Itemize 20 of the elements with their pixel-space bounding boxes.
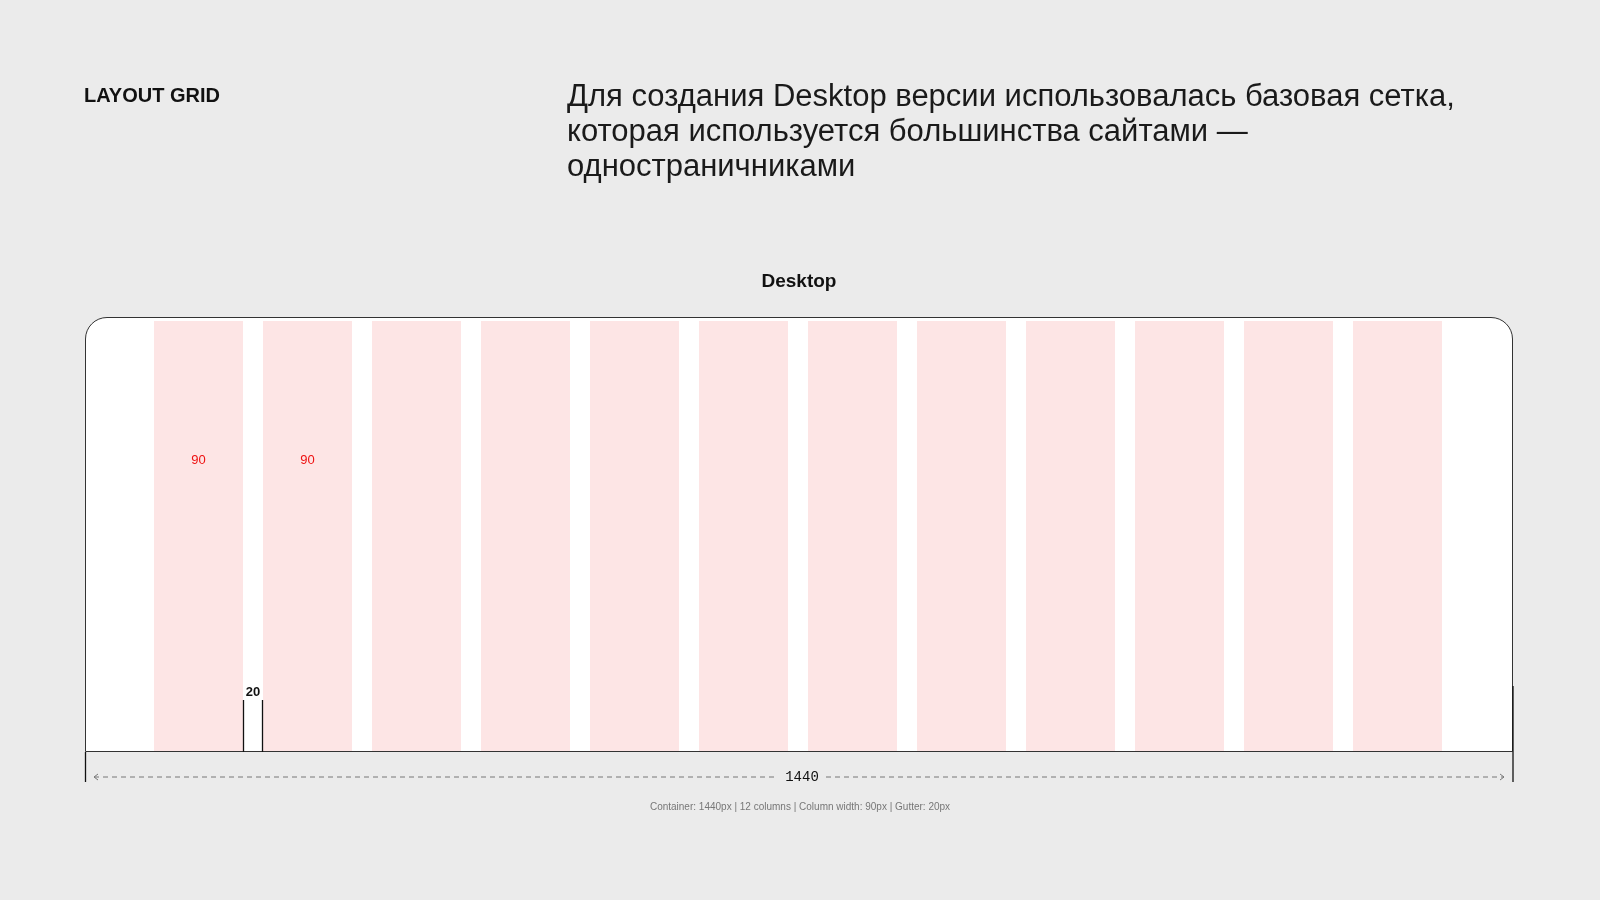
grid-column [590, 321, 679, 751]
grid-column [1353, 321, 1442, 751]
grid-column [154, 321, 243, 751]
grid-column [1026, 321, 1115, 751]
grid-column [1135, 321, 1224, 751]
gutter-width-label: 20 [245, 684, 261, 699]
column-width-label: 90 [300, 452, 315, 467]
container-width-label: 1440 [785, 769, 819, 785]
grid-column [372, 321, 461, 751]
grid-column [699, 321, 788, 751]
grid-column [263, 321, 352, 751]
description-text: Для создания Desktop версии использовалась базовая сетка, которая используется большинства сайтами — одностраничниками [567, 78, 1455, 183]
frame-heading: Desktop [761, 270, 837, 291]
grid-column [808, 321, 897, 751]
page-title: LAYOUT GRID [84, 84, 220, 107]
grid-column [481, 321, 570, 751]
grid-specs-note: Container: 1440px | 12 columns | Column width: 90px | Gutter: 20px [649, 801, 951, 812]
column-width-label: 90 [191, 452, 206, 467]
grid-column [917, 321, 1006, 751]
grid-column [1244, 321, 1333, 751]
